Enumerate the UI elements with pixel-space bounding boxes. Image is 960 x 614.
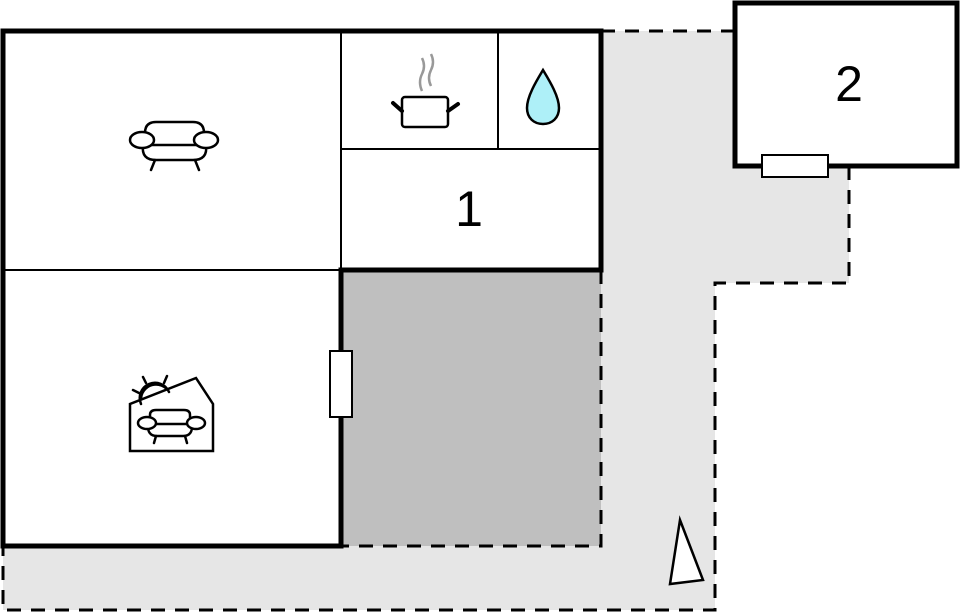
room-label-2: 2 [835,56,863,112]
covered-terrace [341,270,603,548]
sunroom-sofa-icon [128,374,215,453]
water-drop-icon [525,67,561,126]
outdoor-area [1,29,851,612]
door-annex [761,154,829,178]
room-label-1: 1 [455,181,483,237]
cooking-pot-icon [391,53,460,129]
door-sunroom [329,350,353,418]
annex-building [732,0,960,178]
sofa-icon [128,120,220,172]
north-arrow-icon [668,515,705,586]
